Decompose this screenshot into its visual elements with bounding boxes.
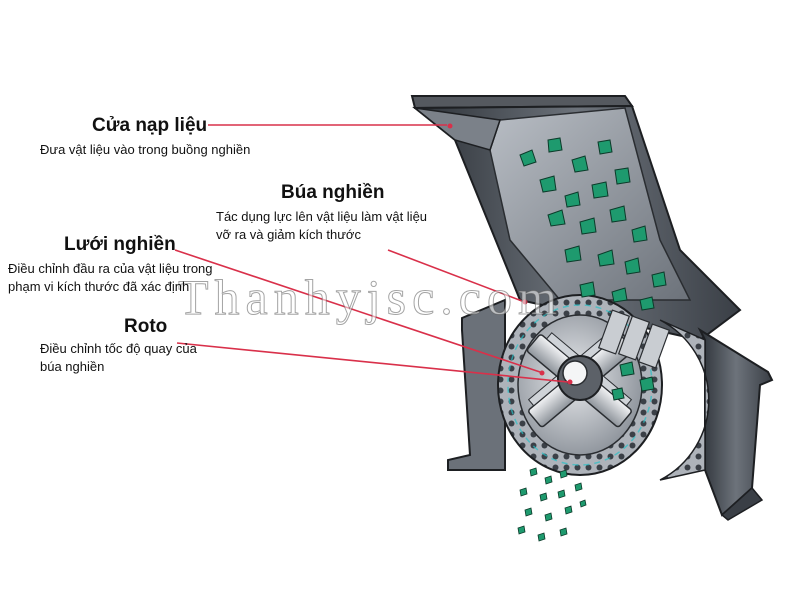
label-luoi-nghien-title: Lưới nghiền (64, 234, 176, 255)
label-cua-nap-lieu-title: Cửa nạp liệu (92, 115, 208, 136)
label-roto-title: Roto (124, 316, 168, 337)
watermark: Thanhyjsc.com (178, 269, 563, 326)
label-roto-desc-2: búa nghiền (40, 359, 105, 374)
label-luoi-nghien-desc-2: phạm vi kích thước đã xác định (8, 279, 190, 294)
label-bua-nghien-desc-2: vỡ ra và giảm kích thước (216, 227, 361, 242)
label-bua-nghien-title: Búa nghiền (281, 182, 385, 203)
leader-line-luoi-nghien (174, 249, 541, 373)
mill-housing (447, 298, 774, 521)
leader-lines (174, 124, 569, 383)
label-cua-nap-lieu-desc: Đưa vật liệu vào trong buồng nghiền (40, 142, 251, 157)
label-roto-desc-1: Điều chỉnh tốc độ quay của (40, 341, 197, 356)
label-bua-nghien-desc-1: Tác dụng lực lên vật liệu làm vật liệu (216, 209, 428, 224)
label-luoi-nghien-desc-1: Điều chỉnh đầu ra của vật liệu trong (8, 261, 213, 276)
rotor (557, 355, 603, 401)
output-material (517, 467, 587, 542)
leader-line-roto (176, 342, 569, 383)
leader-dots (447, 123, 573, 385)
feed-material (519, 137, 667, 401)
leader-line-bua-nghien (387, 249, 523, 302)
